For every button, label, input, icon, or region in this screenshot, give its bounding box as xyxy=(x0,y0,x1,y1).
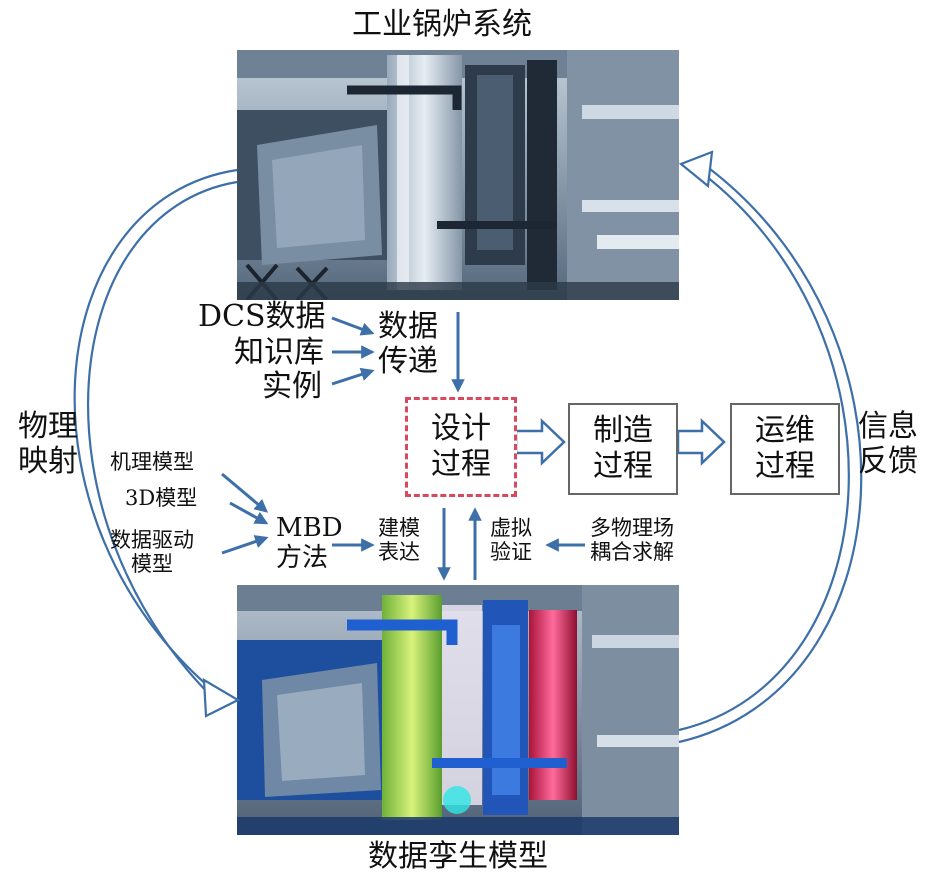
label-physical-mapping: 物理 映射 xyxy=(18,409,78,479)
info-feedback-arrow-inner xyxy=(678,172,850,732)
arrow-datadriven-to-mbd xyxy=(221,535,269,555)
arrow-3d-to-mbd xyxy=(229,501,269,525)
physical-mapping-arrow-inner xyxy=(86,180,238,701)
arrow-example-to-transfer xyxy=(331,367,375,386)
info-feedback-arrow-outer xyxy=(678,162,863,744)
label-modeling-expression: 建模 表达 xyxy=(378,516,420,565)
arrow-design-to-manufacture xyxy=(514,418,566,466)
operation-process-box: 运维 过程 xyxy=(730,403,840,495)
label-virtual-verification: 虚拟 验证 xyxy=(490,516,532,565)
label-data-transfer: 数据 传递 xyxy=(378,309,438,379)
arrow-mechanism-to-mbd xyxy=(221,472,269,513)
manufacture-process-box: 制造 过程 xyxy=(568,403,678,495)
label-dcs-data: DCS数据 xyxy=(198,299,326,334)
arrow-manufacture-to-operation xyxy=(676,418,726,466)
label-data-driven-model: 数据驱动 模型 xyxy=(110,528,194,577)
manufacture-process-label: 制造 过程 xyxy=(593,413,653,484)
title-digital-twin: 数据孪生模型 xyxy=(368,839,548,874)
physical-mapping-arrow-outer xyxy=(73,168,238,693)
label-3d-model: 3D模型 xyxy=(125,486,198,510)
info-feedback-arrowhead xyxy=(678,150,714,189)
digital-twin-photo xyxy=(237,585,679,835)
boiler-system-photo xyxy=(237,50,679,300)
label-multiphysics: 多物理场 耦合求解 xyxy=(590,516,674,565)
design-process-box: 设计 过程 xyxy=(405,397,517,497)
design-process-label: 设计 过程 xyxy=(431,411,491,482)
operation-process-label: 运维 过程 xyxy=(755,413,815,484)
label-mbd-method: MBD 方法 xyxy=(276,513,343,573)
label-info-feedback: 信息 反馈 xyxy=(858,409,918,479)
label-examples: 实例 xyxy=(262,369,322,404)
arrow-dcs-to-transfer xyxy=(331,316,375,336)
label-knowledge-base: 知识库 xyxy=(234,335,324,370)
title-boiler-system: 工业锅炉系统 xyxy=(352,7,532,42)
label-mechanism-model: 机理模型 xyxy=(110,450,194,474)
physical-mapping-arrowhead xyxy=(202,678,241,718)
